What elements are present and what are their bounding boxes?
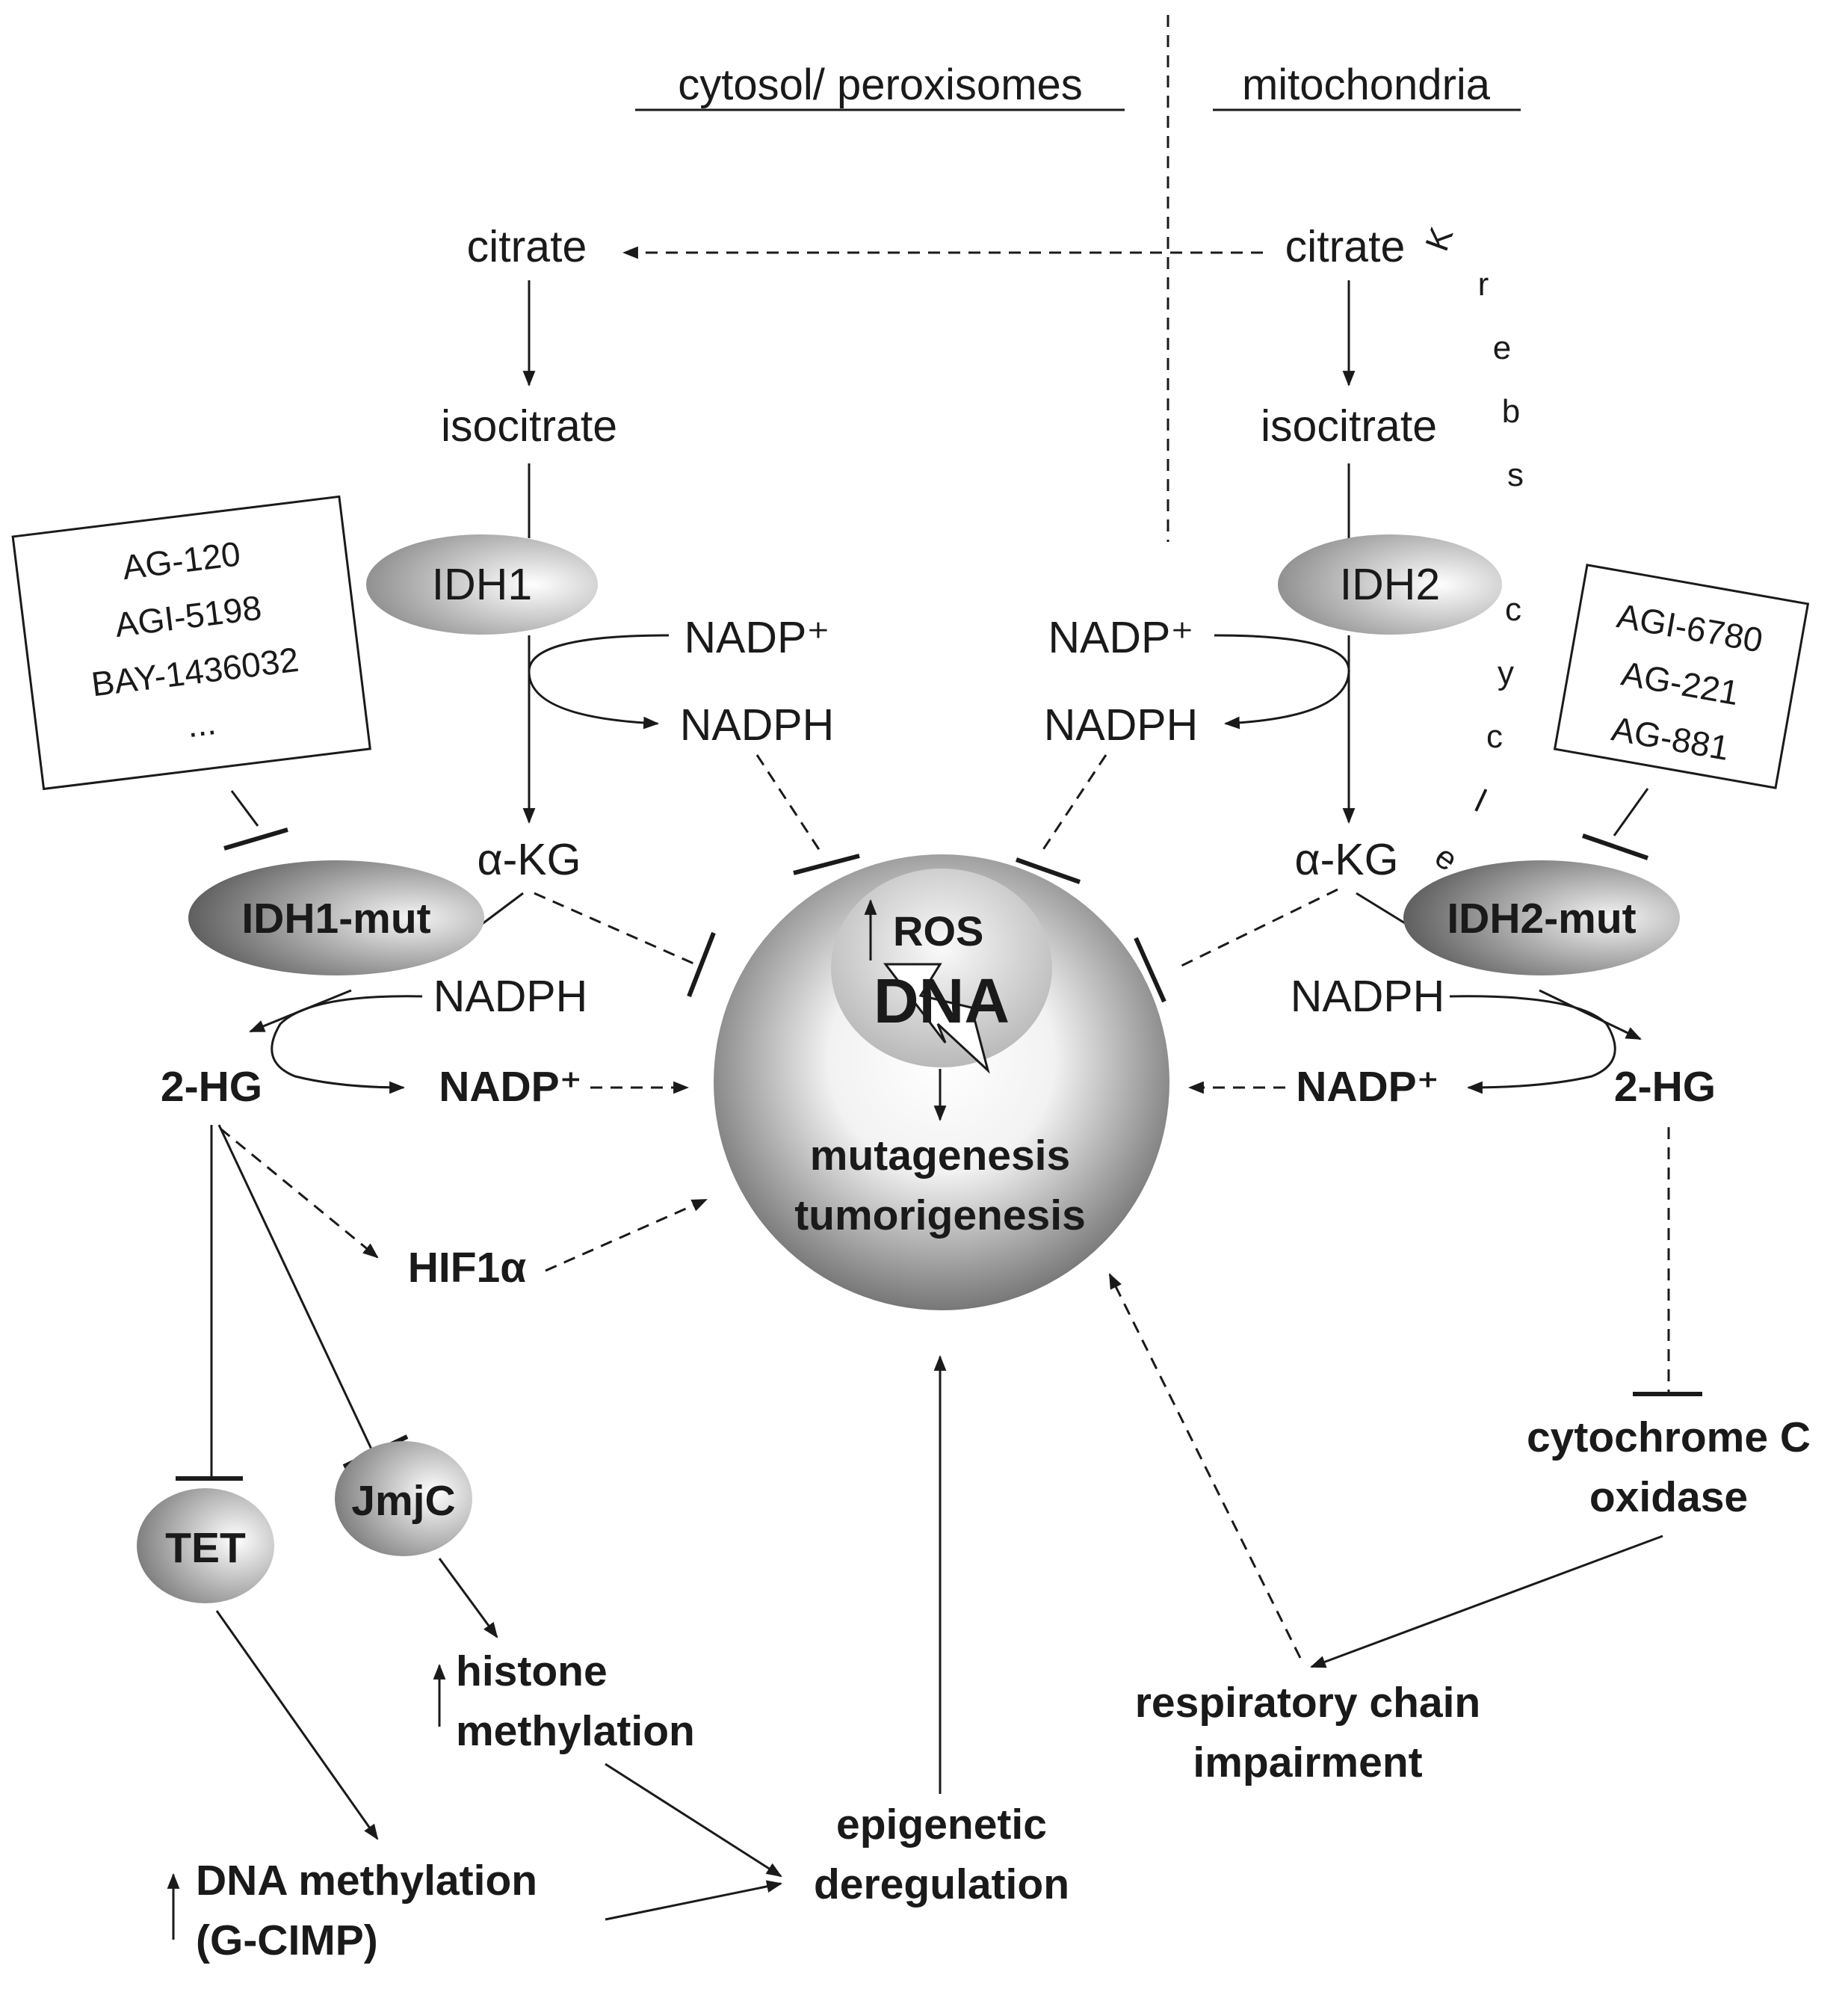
krebs-letter: K <box>1418 223 1460 256</box>
cyto-akg-to-mut-line <box>478 892 524 928</box>
jmjc-label: JmjC <box>351 1477 455 1525</box>
cyto-mut-to-2hg-arrow <box>249 989 352 1033</box>
ros-label: ROS <box>893 907 983 955</box>
tet-ellipse <box>137 1488 274 1603</box>
tet-label: TET <box>165 1524 246 1572</box>
idh2-label: IDH2 <box>1340 560 1440 609</box>
cyto-nadph-out: NADPH <box>680 700 835 750</box>
outcome-line1: mutagenesis <box>810 1132 1070 1179</box>
idh2-inhibitor-box: AGI-6780 AG-221 AG-881 <box>1553 564 1810 789</box>
cyto-mut-cofactor-loop <box>271 995 423 1094</box>
cox-line1: cytochrome C <box>1527 1413 1811 1461</box>
idh1-inhibitor-bar <box>223 827 288 851</box>
cyto-citrate: citrate <box>467 222 587 271</box>
jmjc-to-histone-arrow <box>438 1558 498 1638</box>
resp-line1: respiratory chain <box>1135 1679 1481 1727</box>
dna-nucleus <box>831 869 1052 1067</box>
idh1-label: IDH1 <box>432 560 532 609</box>
krebs-letter: c <box>1505 591 1521 628</box>
histone-line1: histone <box>456 1647 608 1695</box>
histone-to-epi-arrow <box>605 1763 782 1878</box>
idh1-inhibitor-line <box>230 790 259 827</box>
cyto-nadph-to-ros-inhibit <box>755 754 821 851</box>
idh1-mut-ellipse <box>188 860 484 975</box>
mito-cofactor-loop <box>1214 634 1350 730</box>
cyto-isocitrate: isocitrate <box>441 401 617 451</box>
dnameth-line2: (G-CIMP) <box>196 1916 378 1964</box>
dnameth-to-epi-arrow <box>605 1880 783 1921</box>
dna-label: DNA <box>874 966 1010 1036</box>
idh2-mut-label: IDH2-mut <box>1447 895 1636 943</box>
krebs-letter: r <box>1478 266 1489 303</box>
heading-cytosol: cytosol/ peroxisomes <box>678 61 1083 109</box>
idh2-inhibitor-line <box>1613 788 1649 836</box>
mito-mut-nadp-out: NADP⁺ <box>1296 1063 1439 1111</box>
cyto-akg-to-dna-inhibit <box>534 892 699 967</box>
cyto-akg-inhibit-bar <box>687 931 716 998</box>
idh2-inhibitor-bar <box>1582 833 1648 860</box>
idh2-enzyme: IDH2 <box>1278 534 1502 635</box>
mito-nadph-to-ros-inhibit <box>1041 754 1107 851</box>
krebs-letter: l <box>1469 783 1492 820</box>
sphere-body <box>714 854 1169 1310</box>
idh2-mut-ellipse <box>1403 860 1680 975</box>
hif-to-center-arrow <box>545 1198 708 1272</box>
outcome-line2: tumorigenesis <box>794 1191 1086 1239</box>
mito-mut-cofactor-loop <box>1449 995 1616 1094</box>
krebs-letter: c <box>1486 718 1503 755</box>
cyto-nadph-inhibit-bar <box>793 854 860 875</box>
krebs-letter: b <box>1502 393 1520 430</box>
hif1a: HIF1α <box>408 1244 527 1292</box>
cyto-mut-nadp-out: NADP⁺ <box>439 1063 582 1111</box>
cyto-nadp-in: NADP⁺ <box>684 613 829 662</box>
idh2-ellipse <box>1278 534 1502 635</box>
mito-akg-to-dna-inhibit <box>1176 888 1338 969</box>
cox-line2: oxidase <box>1589 1473 1748 1521</box>
idh1-ellipse <box>366 534 598 635</box>
idh1-enzyme: IDH1 <box>366 534 598 635</box>
mito-2hg: 2-HG <box>1614 1063 1716 1111</box>
mito-akg: α-KG <box>1294 835 1398 884</box>
cyto-akg: α-KG <box>477 835 581 884</box>
lightning-bolt-icon <box>883 963 990 1074</box>
heading-mitochondria: mitochondria <box>1242 61 1491 109</box>
tet-to-dnameth-arrow <box>215 1610 379 1840</box>
idh1-mut-label: IDH1-mut <box>241 895 430 943</box>
epi-line2: deregulation <box>814 1860 1069 1908</box>
mito-citrate: citrate <box>1285 222 1406 271</box>
idh1-inhibitor: ... <box>185 703 217 744</box>
idh1-inhibitor-box: AG-120 AGI-5198 BAY-1436032 ... <box>11 495 371 791</box>
mito-akg-inhibit-bar <box>1134 937 1166 1003</box>
idh1-mut-enzyme: IDH1-mut <box>188 860 484 975</box>
idh1-inhibitor-frame <box>11 495 371 791</box>
mito-isocitrate: isocitrate <box>1261 401 1437 451</box>
idh2-mut-enzyme: IDH2-mut <box>1403 860 1680 975</box>
jmjc-enzyme: JmjC <box>335 1441 472 1556</box>
tet-enzyme: TET <box>137 1488 274 1603</box>
2hg-to-jmjc-line <box>217 1124 375 1455</box>
cyto-mut-nadph-in: NADPH <box>433 972 588 1021</box>
mito-nadph-out: NADPH <box>1044 700 1199 750</box>
cox-to-resp-arrow <box>1310 1535 1663 1668</box>
resp-line2: impairment <box>1193 1739 1422 1786</box>
mito-mut-to-2hg-arrow <box>1539 989 1642 1040</box>
epi-line1: epigenetic <box>836 1801 1047 1848</box>
mito-nadph-inhibit-bar <box>1016 857 1081 884</box>
2hg-to-hif-arrow <box>220 1127 379 1259</box>
krebs-letter: e <box>1493 330 1511 366</box>
mito-akg-to-mut-line <box>1356 892 1406 925</box>
histone-line2: methylation <box>456 1707 695 1755</box>
dnameth-line1: DNA methylation <box>196 1857 537 1905</box>
jmjc-ellipse <box>335 1441 472 1556</box>
krebs-letter: y <box>1498 655 1514 691</box>
idh2-inhibitor-frame <box>1553 564 1810 789</box>
mito-nadp-in: NADP⁺ <box>1048 613 1193 662</box>
krebs-letter: s <box>1507 457 1524 493</box>
resp-to-center-arrow <box>1108 1273 1302 1659</box>
mito-mut-nadph-in: NADPH <box>1291 972 1445 1021</box>
central-sphere: ROS DNA mutagenesis tumorigenesis <box>714 854 1169 1310</box>
cyto-cofactor-loop <box>528 634 670 730</box>
cyto-2hg: 2-HG <box>161 1063 262 1111</box>
